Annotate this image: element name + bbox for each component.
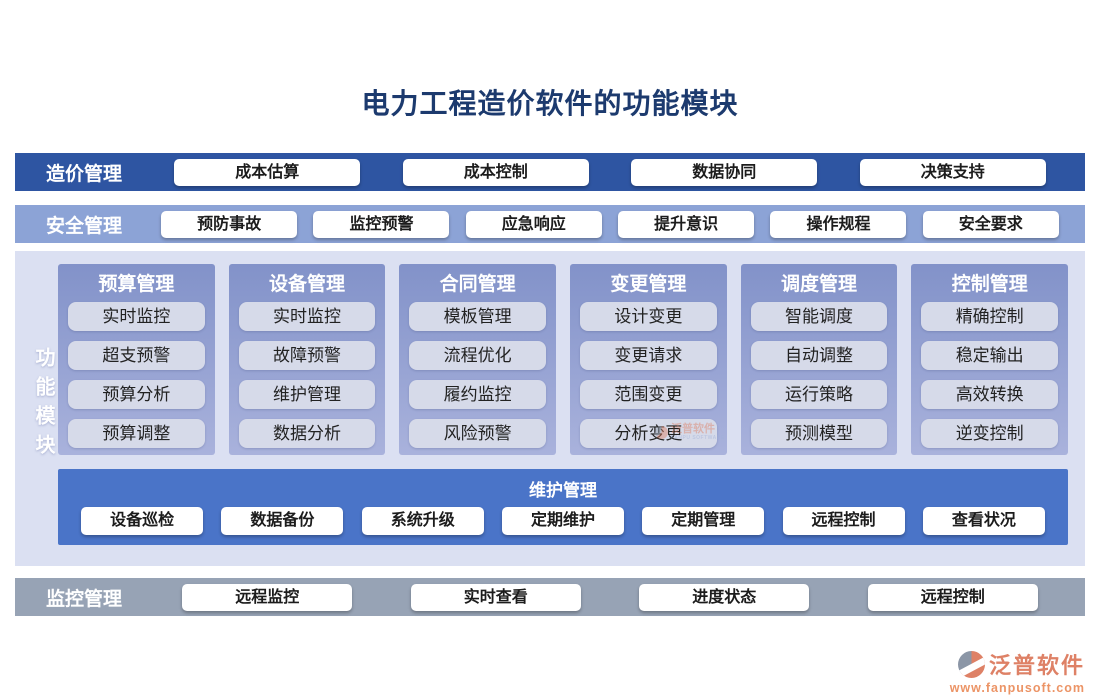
module-column-title: 控制管理 — [951, 274, 1028, 295]
logo-brand-text: 泛普软件 — [988, 653, 1085, 678]
safety-item-button[interactable]: 应急响应 — [465, 210, 602, 238]
maintenance-item-button[interactable]: 查看状况 — [922, 507, 1045, 535]
safety-management-label: 安全管理 — [45, 215, 122, 237]
module-column-title: 设备管理 — [269, 274, 346, 295]
module-item-button[interactable]: 设计变更 — [580, 302, 717, 331]
module-column-dispatch: 调度管理 智能调度自动调整运行策略预测模型 — [740, 264, 898, 455]
monitor-item-button[interactable]: 实时查看 — [410, 583, 581, 611]
module-item-button[interactable]: 运行策略 — [750, 380, 888, 409]
module-item-button[interactable]: 变更请求 — [580, 341, 717, 370]
maintenance-item-button[interactable]: 数据备份 — [221, 507, 344, 535]
module-column-items: 实时监控故障预警维护管理数据分析 — [238, 302, 376, 448]
maintenance-item-button[interactable]: 系统升级 — [361, 507, 484, 535]
module-column-equipment: 设备管理 实时监控故障预警维护管理数据分析 — [228, 264, 386, 455]
module-item-button[interactable]: 精确控制 — [921, 302, 1059, 331]
module-item-button[interactable]: 预测模型 — [750, 419, 888, 448]
fanpu-logo-icon — [957, 650, 985, 678]
cost-management-label: 造价管理 — [45, 163, 122, 185]
module-item-button[interactable]: 智能调度 — [750, 302, 888, 331]
safety-item-button[interactable]: 提升意识 — [618, 210, 755, 238]
module-item-button[interactable]: 风险预警 — [409, 419, 547, 448]
maintenance-item-button[interactable]: 设备巡检 — [81, 507, 204, 535]
function-module-side-label: 功能模块 — [32, 347, 54, 463]
module-column-budget: 预算管理 实时监控超支预警预算分析预算调整 — [58, 264, 215, 455]
page-title: 电力工程造价软件的功能模块 — [361, 88, 739, 119]
module-item-button[interactable]: 预算分析 — [68, 380, 205, 409]
module-item-button[interactable]: 逆变控制 — [921, 419, 1059, 448]
safety-item-button[interactable]: 监控预警 — [313, 210, 450, 238]
module-column-items: 模板管理流程优化履约监控风险预警 — [409, 302, 547, 448]
safety-item-button[interactable]: 安全要求 — [922, 210, 1059, 238]
function-module-panel: 功能模块 预算管理 实时监控超支预警预算分析预算调整 设备管理 实时监控故障预警… — [15, 251, 1085, 566]
module-column-change: 变更管理 设计变更变更请求范围变更分析变更 — [570, 264, 727, 455]
maintenance-band: 维护管理 设备巡检数据备份系统升级定期维护定期管理远程控制查看状况 — [58, 469, 1068, 545]
module-columns: 预算管理 实时监控超支预警预算分析预算调整 设备管理 实时监控故障预警维护管理数… — [58, 264, 1069, 455]
module-item-button[interactable]: 超支预警 — [68, 341, 205, 370]
module-item-button[interactable]: 稳定输出 — [921, 341, 1059, 370]
monitor-item-button[interactable]: 进度状态 — [639, 583, 810, 611]
safety-management-items: 预防事故监控预警应急响应提升意识操作规程安全要求 — [153, 210, 1085, 238]
module-column-title: 变更管理 — [610, 274, 687, 295]
module-item-button[interactable]: 故障预警 — [238, 341, 376, 370]
module-item-button[interactable]: 履约监控 — [409, 380, 547, 409]
logo-url-text: www.fanpusoft.com — [949, 681, 1085, 695]
module-item-button[interactable]: 自动调整 — [750, 341, 888, 370]
module-column-items: 精确控制稳定输出高效转换逆变控制 — [921, 302, 1059, 448]
monitor-item-button[interactable]: 远程控制 — [867, 583, 1038, 611]
module-item-button[interactable]: 模板管理 — [409, 302, 547, 331]
module-item-button[interactable]: 高效转换 — [921, 380, 1059, 409]
monitor-management-label: 监控管理 — [45, 588, 122, 610]
maintenance-item-button[interactable]: 定期管理 — [642, 507, 765, 535]
safety-item-button[interactable]: 预防事故 — [161, 210, 298, 238]
module-item-button[interactable]: 实时监控 — [68, 302, 205, 331]
cost-item-button[interactable]: 数据协同 — [631, 158, 818, 186]
safety-item-button[interactable]: 操作规程 — [770, 210, 907, 238]
module-column-control: 控制管理 精确控制稳定输出高效转换逆变控制 — [911, 264, 1069, 455]
cost-item-button[interactable]: 决策支持 — [859, 158, 1046, 186]
logo-swoosh — [957, 655, 985, 678]
cost-management-items: 成本估算 成本控制 数据协同 决策支持 — [153, 158, 1085, 186]
maintenance-title: 维护管理 — [529, 481, 597, 500]
module-item-button[interactable]: 实时监控 — [238, 302, 376, 331]
maintenance-item-button[interactable]: 定期维护 — [501, 507, 624, 535]
monitor-management-items: 远程监控 实时查看 进度状态 远程控制 — [153, 583, 1085, 611]
cost-item-button[interactable]: 成本控制 — [402, 158, 589, 186]
maintenance-items: 设备巡检数据备份系统升级定期维护定期管理远程控制查看状况 — [58, 507, 1068, 535]
fanpu-logo: 泛普软件 www.fanpusoft.com — [925, 648, 1085, 695]
module-column-items: 设计变更变更请求范围变更分析变更 — [580, 302, 717, 448]
module-column-title: 预算管理 — [98, 274, 175, 295]
module-item-button[interactable]: 流程优化 — [409, 341, 547, 370]
cost-management-bar: 造价管理 成本估算 成本控制 数据协同 决策支持 — [15, 153, 1085, 191]
module-item-button[interactable]: 预算调整 — [68, 419, 205, 448]
monitor-management-bar: 监控管理 远程监控 实时查看 进度状态 远程控制 — [15, 578, 1085, 616]
module-column-title: 调度管理 — [781, 274, 858, 295]
module-item-button[interactable]: 分析变更 — [580, 419, 717, 448]
cost-item-button[interactable]: 成本估算 — [174, 158, 361, 186]
module-column-contract: 合同管理 模板管理流程优化履约监控风险预警 — [399, 264, 557, 455]
module-column-items: 实时监控超支预警预算分析预算调整 — [68, 302, 205, 448]
module-item-button[interactable]: 数据分析 — [238, 419, 376, 448]
safety-management-bar: 安全管理 预防事故监控预警应急响应提升意识操作规程安全要求 — [15, 205, 1085, 243]
monitor-item-button[interactable]: 远程监控 — [182, 583, 353, 611]
module-column-items: 智能调度自动调整运行策略预测模型 — [750, 302, 888, 448]
maintenance-item-button[interactable]: 远程控制 — [782, 507, 905, 535]
module-item-button[interactable]: 维护管理 — [238, 380, 376, 409]
module-column-title: 合同管理 — [439, 274, 516, 295]
module-item-button[interactable]: 范围变更 — [580, 380, 717, 409]
